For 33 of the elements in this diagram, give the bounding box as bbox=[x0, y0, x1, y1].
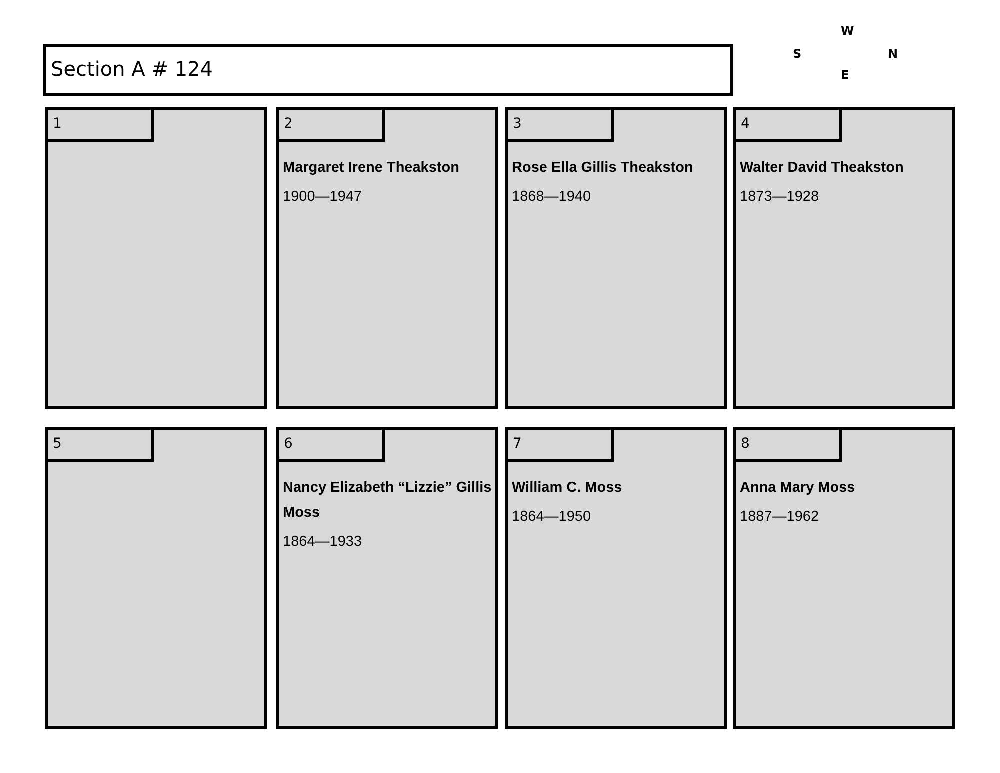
life-dates: 1864—1933 bbox=[283, 534, 364, 550]
life-dates: 1873—1928 bbox=[740, 189, 820, 205]
grave-plot bbox=[45, 107, 267, 409]
grave-plot bbox=[505, 427, 727, 729]
plot-number: 8 bbox=[736, 430, 842, 462]
person-name: Anna Mary Moss bbox=[740, 479, 856, 498]
section-title-box: Section A # 124 bbox=[43, 44, 733, 96]
plot-number: 2 bbox=[279, 110, 385, 142]
grave-plot bbox=[276, 107, 498, 409]
person-name: Walter David Theakston bbox=[740, 159, 905, 178]
grave-plot bbox=[733, 427, 955, 729]
compass-letter: N bbox=[888, 47, 898, 61]
person-name: Rose Ella Gillis Theakston bbox=[512, 159, 694, 178]
person-name: William C. Moss bbox=[512, 479, 624, 498]
compass-letter: E bbox=[841, 68, 850, 82]
life-dates: 1887—1962 bbox=[740, 509, 820, 525]
plot-number: 7 bbox=[508, 430, 614, 462]
grave-plot bbox=[45, 427, 267, 729]
person-name: Nancy Elizabeth “Lizzie” Gillis Moss bbox=[283, 479, 493, 523]
grave-plot bbox=[276, 427, 498, 729]
life-dates: 1868—1940 bbox=[512, 189, 592, 205]
life-dates: 1900—1947 bbox=[283, 189, 364, 205]
grave-plot bbox=[505, 107, 727, 409]
plot-number: 3 bbox=[508, 110, 614, 142]
life-dates: 1864—1950 bbox=[512, 509, 592, 525]
person-name: Margaret Irene Theakston bbox=[283, 159, 460, 178]
grave-plot bbox=[733, 107, 955, 409]
compass-letter: S bbox=[793, 47, 802, 61]
plot-number: 6 bbox=[279, 430, 385, 462]
plot-number: 5 bbox=[48, 430, 154, 462]
plot-number: 1 bbox=[48, 110, 154, 142]
plot-number: 4 bbox=[736, 110, 842, 142]
compass-letter: W bbox=[841, 24, 854, 38]
